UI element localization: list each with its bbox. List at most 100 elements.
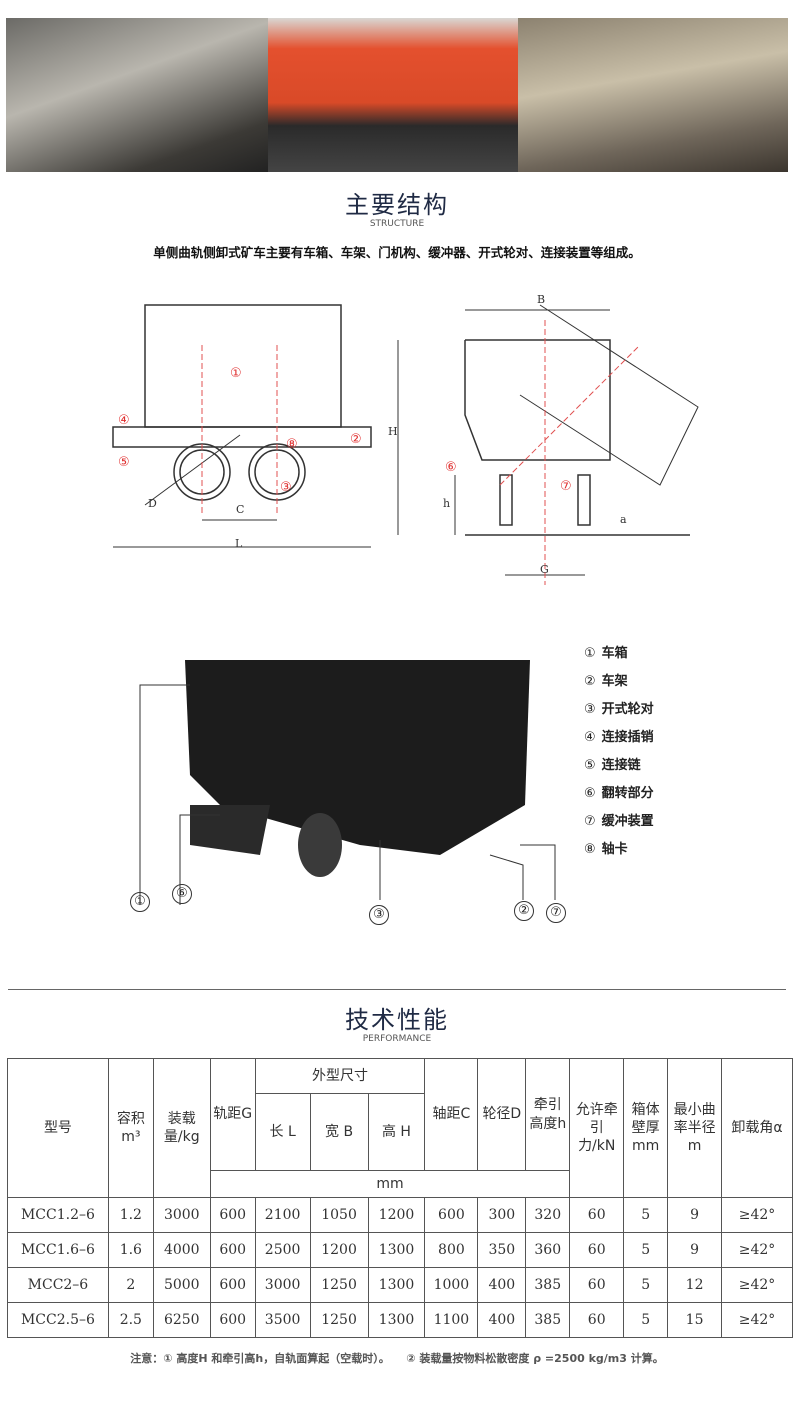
callout-4: ④ <box>118 413 130 428</box>
callout-3: ③ <box>280 480 292 495</box>
header-traction-force: 允许牵引力/kN <box>569 1058 625 1198</box>
callout-2: ② <box>350 432 362 447</box>
table-note: 注意：① 高度H 和牵引高h，自轨面算起（空载时）。 ② 装载量按物料松散密度 … <box>130 1352 664 1365</box>
header-model: 型号 <box>7 1058 109 1198</box>
table-cell: 60 <box>569 1232 625 1268</box>
table-cell: 5 <box>623 1232 669 1268</box>
table-cell: 5000 <box>152 1267 211 1303</box>
structure-intro: 单侧曲轨侧卸式矿车主要有车箱、车架、门机构、缓冲器、开式轮对、连接装置等组成。 <box>153 245 641 260</box>
table-cell: 300 <box>477 1197 527 1233</box>
dim-h: h <box>443 497 450 510</box>
dim-D: D <box>148 497 157 510</box>
table-cell: 4000 <box>152 1232 211 1268</box>
mine-cart-photo <box>139 660 556 905</box>
table-cell: ≥42° <box>721 1302 793 1338</box>
table-cell: 400 <box>477 1302 527 1338</box>
photo-callout-7: ⑦ <box>546 903 566 923</box>
table-cell: 600 <box>424 1197 479 1233</box>
table-cell: 1.2 <box>107 1197 154 1233</box>
photo-callout-2: ② <box>514 901 534 921</box>
callout-1: ① <box>230 366 242 381</box>
structure-diagram: L C D H h B G a ① ② ③ ④ ⑤ ⑥ ⑦ ⑧ <box>112 293 699 585</box>
table-cell: 600 <box>209 1267 256 1303</box>
photo-orange-mine-cart <box>268 18 542 172</box>
dim-C: C <box>236 503 244 516</box>
performance-title: 技术性能 <box>345 1006 449 1034</box>
table-cell: ≥42° <box>721 1232 793 1268</box>
photo-callout-3: ③ <box>369 905 389 925</box>
table-cell: 600 <box>209 1232 256 1268</box>
callout-5: ⑤ <box>118 455 130 470</box>
dim-a: a <box>620 513 627 526</box>
table-cell: MCC2–6 <box>7 1267 109 1303</box>
header-length: 长 L <box>254 1093 311 1171</box>
table-cell: 3500 <box>254 1302 311 1338</box>
dim-H: H <box>388 425 398 438</box>
table-cell: 9 <box>667 1232 723 1268</box>
table-cell: 60 <box>569 1267 625 1303</box>
table-cell: 5 <box>623 1302 669 1338</box>
table-cell: MCC1.2–6 <box>7 1197 109 1233</box>
table-cell: 1200 <box>309 1232 369 1268</box>
callout-6: ⑥ <box>445 460 457 475</box>
header-wheel: 轮径D <box>477 1058 527 1171</box>
table-cell: 2100 <box>254 1197 311 1233</box>
header-mm: mm <box>209 1170 571 1198</box>
header-wall: 箱体壁厚mm <box>623 1058 669 1198</box>
callout-8: ⑧ <box>286 437 298 452</box>
table-cell: 1250 <box>309 1302 369 1338</box>
table-cell: 320 <box>525 1197 571 1233</box>
table-cell: 1200 <box>367 1197 426 1233</box>
header-radius: 最小曲率半径m <box>667 1058 723 1198</box>
table-cell: 3000 <box>152 1197 211 1233</box>
table-cell: ≥42° <box>721 1267 793 1303</box>
table-cell: MCC1.6–6 <box>7 1232 109 1268</box>
table-cell: 60 <box>569 1302 625 1338</box>
table-cell: 1300 <box>367 1232 426 1268</box>
section-divider <box>8 989 786 990</box>
table-cell: 2 <box>107 1267 154 1303</box>
table-cell: 600 <box>209 1197 256 1233</box>
table-cell: 2.5 <box>107 1302 154 1338</box>
header-load: 装载量/kg <box>152 1058 211 1198</box>
table-cell: 5 <box>623 1267 669 1303</box>
dim-B: B <box>537 293 545 306</box>
table-cell: 385 <box>525 1302 571 1338</box>
table-cell: 350 <box>477 1232 527 1268</box>
photo-tipping-mine-cart <box>518 18 788 172</box>
table-cell: 6250 <box>152 1302 211 1338</box>
table-cell: 60 <box>569 1197 625 1233</box>
table-cell: 1100 <box>424 1302 479 1338</box>
photo-callout-1: ① <box>130 892 150 912</box>
table-cell: 1050 <box>309 1197 369 1233</box>
table-cell: 1250 <box>309 1267 369 1303</box>
structure-title: 主要结构 <box>345 191 449 219</box>
table-cell: MCC2.5–6 <box>7 1302 109 1338</box>
header-width: 宽 B <box>309 1093 369 1171</box>
performance-subtitle: PERFORMANCE <box>362 1034 432 1044</box>
table-cell: 360 <box>525 1232 571 1268</box>
table-cell: ≥42° <box>721 1197 793 1233</box>
table-cell: 400 <box>477 1267 527 1303</box>
header-wheelbase: 轴距C <box>424 1058 479 1171</box>
table-cell: 600 <box>209 1302 256 1338</box>
photo-callout-6: ⑥ <box>172 884 192 904</box>
photo-gray-mine-cart <box>6 18 268 172</box>
table-cell: 5 <box>623 1197 669 1233</box>
dim-L: L <box>235 537 243 550</box>
